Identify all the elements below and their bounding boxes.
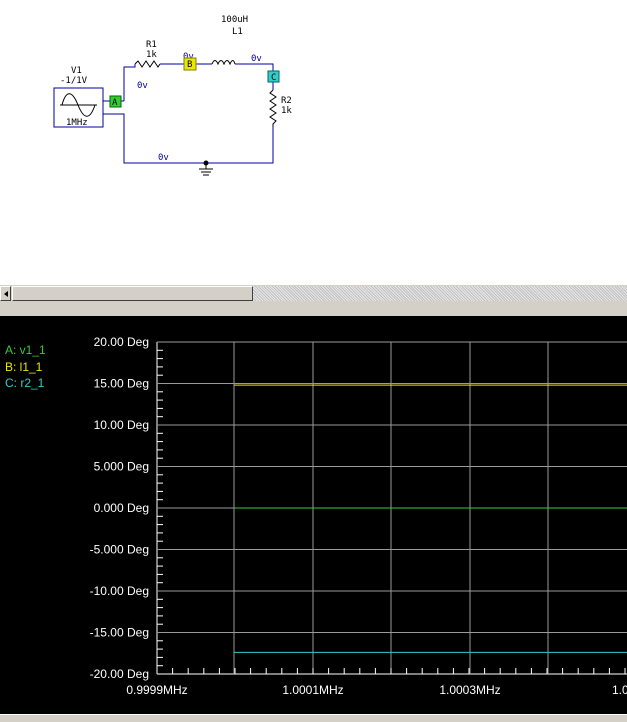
legend-entry-a: A: v1_1 [5, 343, 46, 357]
source-name: V1 [71, 66, 82, 76]
y-tick-label: -10.00 Deg [90, 584, 149, 598]
y-tick-label: -5.000 Deg [90, 543, 149, 557]
splitter-bar[interactable] [0, 302, 627, 316]
l1-name: L1 [232, 27, 243, 37]
node-voltage-b: 0v [183, 52, 194, 62]
svg-text:A: A [112, 98, 118, 108]
probe-c[interactable]: C [267, 70, 280, 83]
scrollbar-thumb[interactable] [12, 286, 253, 301]
x-tick-label: 1.0003MHz [439, 683, 500, 697]
phase-chart: 20.00 Deg 15.00 Deg 10.00 Deg 5.000 Deg 0.00… [90, 335, 627, 697]
probe-a[interactable]: A [109, 95, 122, 108]
schematic-canvas[interactable]: 1MHz V1 -1/1V R1 1k 100uH L1 R2 1k 0v [0, 0, 627, 285]
node-voltage-r1: 0v [137, 81, 148, 91]
inductor-l1[interactable] [211, 60, 236, 66]
legend-entry-b: B: l1_1 [5, 359, 43, 374]
legend-entry-c: C: r2_1 [5, 376, 45, 390]
wires [103, 63, 274, 164]
y-tick-label: 5.000 Deg [94, 460, 149, 474]
horizontal-scrollbar[interactable] [0, 285, 627, 302]
resistor-r1[interactable] [134, 60, 161, 68]
r1-value: 1k [146, 50, 157, 60]
r2-name: R2 [281, 96, 292, 106]
bottom-tab-strip [0, 714, 627, 722]
y-tick-label: 10.00 Deg [94, 418, 149, 432]
probe-b[interactable]: B [183, 57, 197, 71]
source-frequency: 1MHz [66, 118, 88, 128]
ground-symbol [199, 160, 213, 176]
svg-text:B: B [187, 60, 192, 70]
y-tick-label: -15.00 Deg [90, 626, 149, 640]
y-tick-label: 0.000 Deg [94, 501, 149, 515]
y-tick-label: 15.00 Deg [94, 377, 149, 391]
y-tick-label: 20.00 Deg [94, 335, 149, 349]
x-tick-label: 0.9999MHz [126, 683, 187, 697]
voltage-source-v1[interactable]: 1MHz [53, 87, 104, 128]
x-tick-label: 1.000 [612, 683, 627, 697]
scroll-left-arrow-icon[interactable] [0, 286, 11, 301]
node-voltage-ground: 0v [158, 153, 169, 163]
source-amplitude: -1/1V [60, 76, 88, 86]
l1-value: 100uH [221, 15, 248, 25]
r1-name: R1 [146, 40, 157, 50]
r2-value: 1k [281, 106, 292, 116]
x-tick-label: 1.0001MHz [282, 683, 343, 697]
analysis-plot[interactable]: A: v1_1 B: l1_1 C: r2_1 20.00 Deg 15.00 D… [0, 316, 627, 714]
svg-text:C: C [271, 73, 276, 83]
resistor-r2[interactable] [269, 89, 277, 127]
node-voltage-l1: 0v [251, 54, 262, 64]
plot-legend: A: v1_1 B: l1_1 C: r2_1 [5, 342, 46, 392]
y-tick-label: -20.00 Deg [90, 667, 149, 681]
circuit-diagram: 1MHz V1 -1/1V R1 1k 100uH L1 R2 1k 0v [53, 15, 292, 176]
